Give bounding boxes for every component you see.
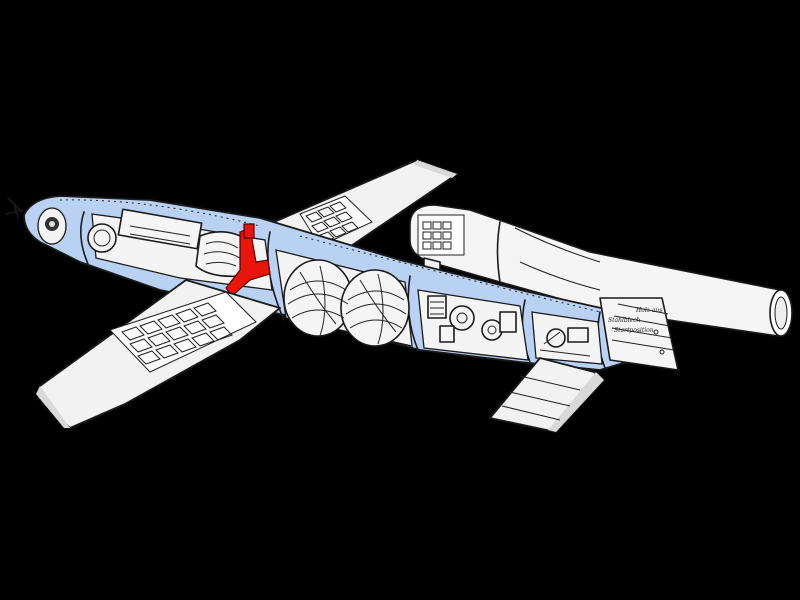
instrument-bay bbox=[417, 289, 529, 361]
tail-fin: Stahlblech Holz aus Startposition bbox=[599, 297, 679, 371]
tail-annotation-line3: Startposition bbox=[614, 327, 654, 334]
fuel-tank bbox=[275, 249, 413, 347]
nose-fuse bbox=[37, 207, 67, 245]
pulse-jet-engine bbox=[409, 204, 793, 337]
tail-annotation-line1: Stahlblech bbox=[608, 317, 641, 324]
warhead-section bbox=[87, 208, 273, 291]
servo-compartment bbox=[531, 311, 603, 365]
horizontal-stabilizer bbox=[489, 357, 605, 433]
lower-wing bbox=[36, 279, 281, 429]
fuel-valve-highlight bbox=[225, 223, 271, 297]
tail-annotation-line2: Holz aus bbox=[635, 307, 662, 314]
